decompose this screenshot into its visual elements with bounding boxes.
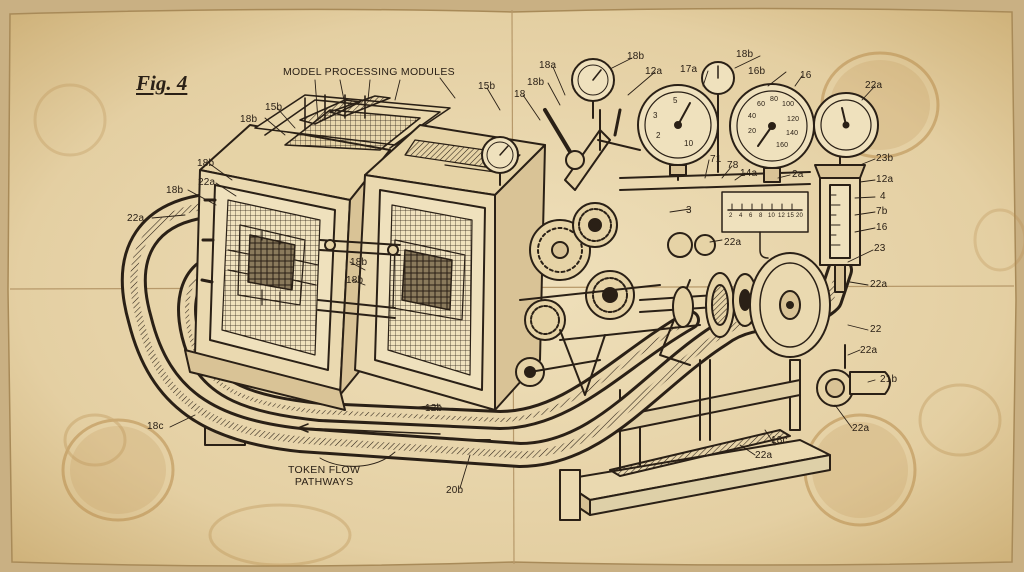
flow-meter-column — [814, 149, 866, 293]
callout-71: 71 — [710, 154, 722, 165]
callout-15b: 15b — [478, 81, 496, 92]
callout-22a: 22a — [865, 80, 883, 91]
callout-18c: 18c — [771, 435, 788, 446]
callout-22a: 22a — [724, 237, 742, 248]
callout-21b: 21b — [880, 374, 898, 385]
dial-number: 100 — [782, 101, 795, 108]
dial-number: 120 — [787, 116, 800, 123]
dial-number: 160 — [776, 142, 789, 149]
dial-number: 3 — [653, 111, 658, 120]
callout-4: 4 — [880, 191, 886, 202]
caption-token-flow: TOKEN FLOW PATHWAYS — [288, 464, 360, 488]
callout-3: 3 — [686, 205, 692, 216]
callout-16b: 16b — [748, 66, 766, 77]
callout-23: 23 — [874, 243, 886, 254]
callout-18: 18 — [514, 89, 526, 100]
scale-number: 10 — [768, 213, 776, 219]
scale-number: 6 — [749, 213, 753, 219]
dial-number: 80 — [770, 96, 779, 103]
callout-22a: 22a — [755, 450, 773, 461]
dial-number: 2 — [656, 131, 661, 140]
callout-22a: 22a — [870, 279, 888, 290]
base-frame — [559, 359, 831, 521]
callout-18b: 18b — [240, 114, 258, 125]
callout-17a: 17a — [680, 64, 698, 75]
dial-number: 40 — [748, 113, 757, 120]
callout-18b: 18b — [527, 77, 545, 88]
callout-12a: 12a — [645, 66, 663, 77]
caption-model-processing-modules: MODEL PROCESSING MODULES — [283, 66, 455, 78]
callout-22: 22 — [870, 324, 882, 335]
callout-15b: 15b — [265, 102, 283, 113]
callout-16: 16 — [800, 70, 812, 81]
callout-20b: 20b — [446, 485, 464, 496]
callout-12b: 12b — [425, 403, 443, 414]
callout-18b: 18b — [346, 275, 364, 286]
callout-18b: 18b — [736, 49, 754, 60]
scale-number: 8 — [759, 213, 763, 219]
dial-number: 10 — [684, 139, 694, 148]
gear-train — [515, 108, 701, 396]
dial-number: 5 — [673, 96, 678, 105]
circuit-board-stack-1 — [254, 94, 451, 151]
callout-18b: 18b — [627, 51, 645, 62]
dial-number: 60 — [757, 101, 766, 108]
callout-7b: 7b — [876, 206, 888, 217]
callout-14a: 14a — [740, 168, 758, 179]
callout-18b: 18b — [350, 257, 368, 268]
callout-22a: 22a — [127, 213, 145, 224]
callout-22a: 22a — [198, 177, 216, 188]
figure-label: Fig. 4 — [136, 71, 188, 95]
pressure-gauge-far-right — [813, 92, 879, 158]
module-gauge — [481, 136, 519, 186]
caption-token-flow-line2: PATHWAYS — [294, 476, 354, 489]
scale-number: 20 — [796, 213, 804, 219]
callout-12a: 12a — [876, 174, 894, 185]
scale-number: 12 — [778, 213, 786, 219]
pressure-gauge-small-top — [571, 58, 615, 119]
dial-number: 20 — [748, 128, 757, 135]
scale-number: 15 — [787, 213, 795, 219]
scale-number: 2 — [729, 213, 733, 219]
connector-rods — [317, 239, 401, 319]
pressure-gauge-mini — [701, 61, 735, 173]
scale-number: 4 — [739, 213, 743, 219]
callout-78: 78 — [727, 160, 739, 171]
caption-token-flow-line1: TOKEN FLOW — [288, 464, 361, 476]
callout-18a: 18a — [539, 60, 557, 71]
callout-22a: 22a — [860, 345, 878, 356]
leader-lines — [151, 55, 876, 489]
callout-23b: 23b — [876, 153, 894, 164]
callout-2a: 2a — [792, 169, 804, 180]
callout-18b: 18b — [166, 185, 184, 196]
callout-22a: 22a — [852, 423, 870, 434]
callout-16: 16 — [876, 222, 888, 233]
pulley-assembly — [619, 171, 831, 441]
valve — [816, 344, 891, 407]
dial-number: 140 — [786, 130, 799, 137]
callout-18b: 18b — [197, 158, 215, 169]
scale-panel — [721, 191, 809, 259]
callout-18c: 18c — [147, 421, 164, 432]
